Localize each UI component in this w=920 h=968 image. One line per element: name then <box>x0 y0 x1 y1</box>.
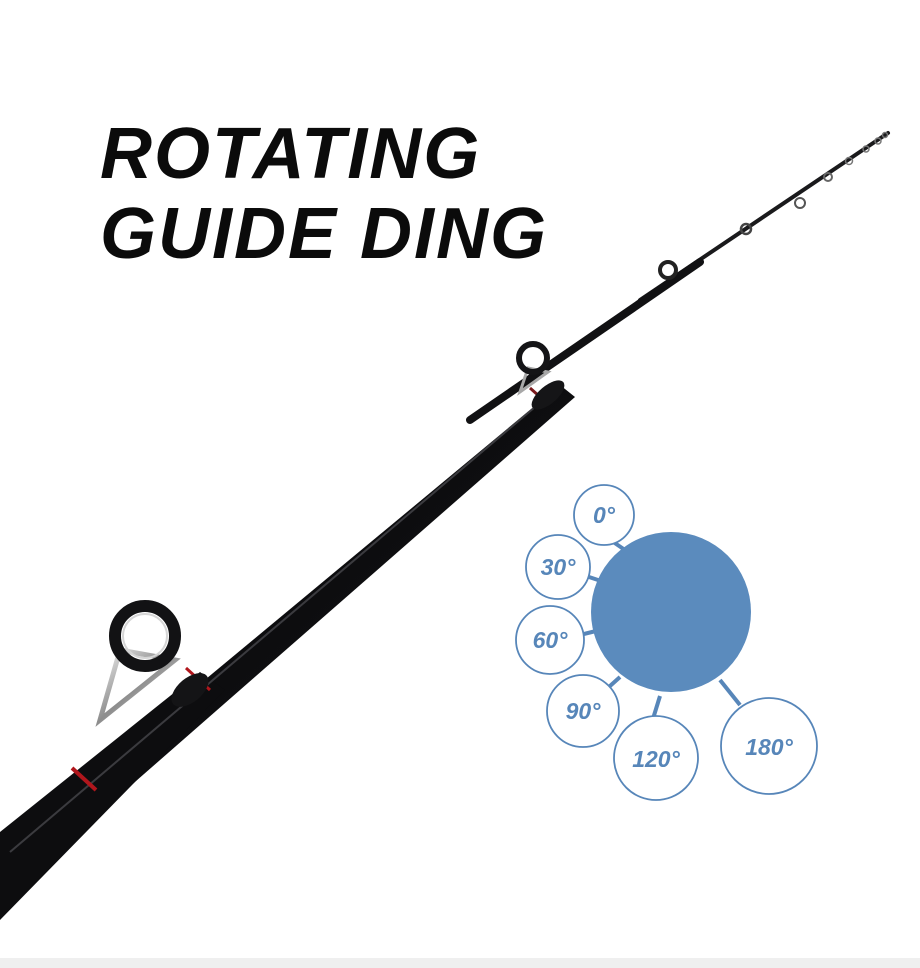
rod-wrap <box>171 673 209 707</box>
rod-guide-large <box>95 600 181 727</box>
angle-label-30: 30° <box>541 554 577 580</box>
rod-butt-section <box>0 672 225 920</box>
headline-line-1: ROTATING <box>100 114 482 194</box>
angle-label-90: 90° <box>566 698 602 724</box>
bottom-divider <box>0 958 920 968</box>
angle-label-120: 120° <box>632 746 680 772</box>
rod-wrap <box>531 380 565 410</box>
rotation-angle-diagram: 0° 30° 60° 90° 120° 180° <box>515 484 818 801</box>
headline-line-2: GUIDE DING <box>100 194 549 274</box>
rod-guide-medium <box>516 341 552 396</box>
angle-label-180: 180° <box>745 734 793 760</box>
rod-guide-small <box>658 131 889 280</box>
angle-bubble-60: 60° <box>515 605 585 675</box>
fishing-rod <box>0 131 890 920</box>
angle-bubble-0: 0° <box>573 484 635 546</box>
angle-label-60: 60° <box>533 627 569 653</box>
angle-bubble-180: 180° <box>720 697 818 795</box>
rod-upper-section <box>466 258 704 424</box>
angle-bubble-90: 90° <box>546 674 620 748</box>
rod-highlight <box>9 389 556 853</box>
angle-bubble-120: 120° <box>613 715 699 801</box>
angle-bubble-30: 30° <box>525 534 591 600</box>
rotation-hub <box>591 532 751 692</box>
angle-label-0: 0° <box>593 502 616 528</box>
